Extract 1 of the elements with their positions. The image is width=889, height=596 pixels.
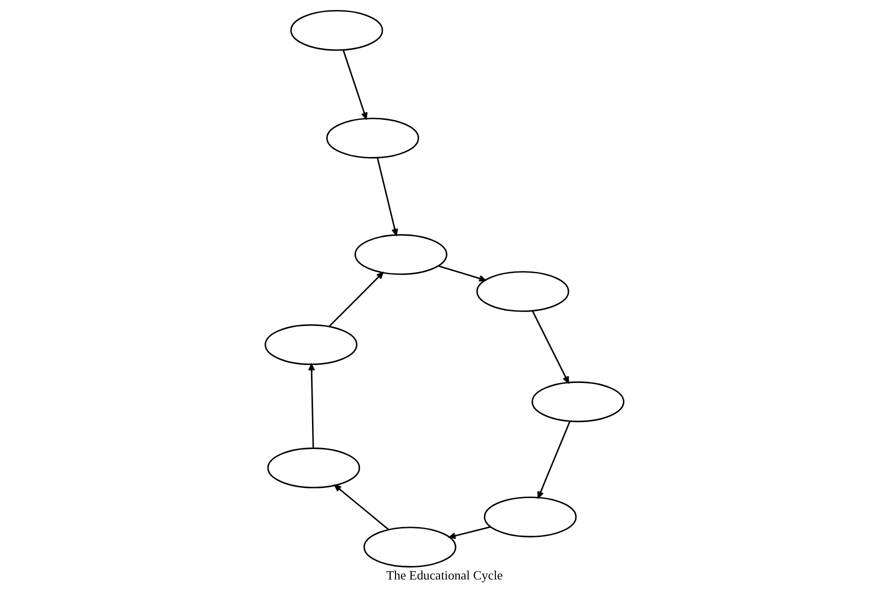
diagram-title: The Educational Cycle <box>386 568 503 582</box>
